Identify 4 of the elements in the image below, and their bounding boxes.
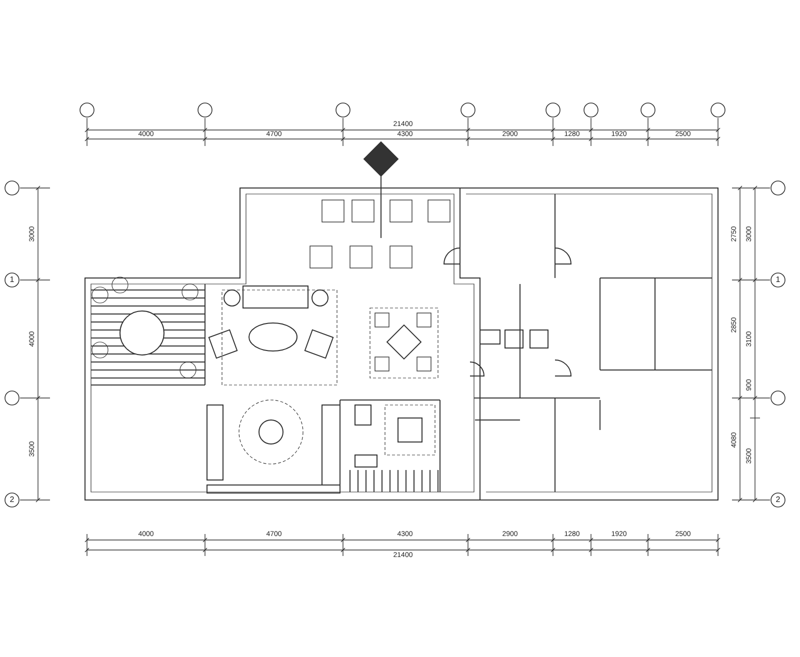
axis-number: 1 <box>10 276 14 284</box>
axis-number: 1 <box>776 276 780 284</box>
axis-number: 2 <box>10 496 14 504</box>
axis-number: 2 <box>776 496 780 504</box>
